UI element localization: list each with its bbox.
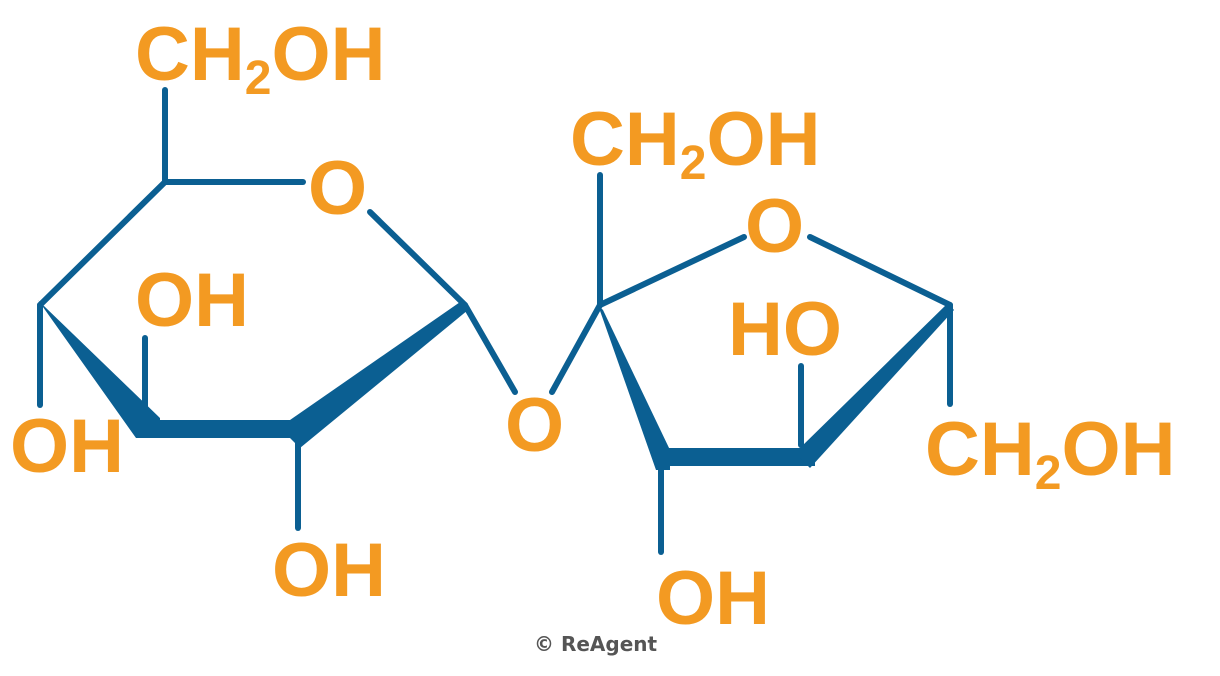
fructose-ring-bonds <box>549 172 954 555</box>
bond-c5-c4 <box>37 179 168 308</box>
bond-c1-glyco-o <box>462 302 518 395</box>
glucose-ring-bonds <box>37 87 518 531</box>
bond-ring-o-c5 <box>807 234 953 308</box>
fructose-ring-oxygen: O <box>745 184 804 269</box>
wedge-c3-c2 <box>136 420 301 438</box>
fructose-ch2oh-top-label: CH2OH <box>570 97 820 190</box>
copyright-notice: © ReAgent <box>534 632 658 656</box>
fructose-ch2oh-right-label: CH2OH <box>925 407 1175 500</box>
glucose-ring-oxygen: O <box>308 146 367 231</box>
fructose-oh-bottom: OH <box>656 556 770 641</box>
fructose-ho-label: HO <box>728 287 842 372</box>
bond-glyco-o-c2 <box>549 302 603 395</box>
wedge-c3-c4 <box>660 448 815 466</box>
glucose-oh-bottom: OH <box>272 528 386 613</box>
glucose-oh-left: OH <box>10 404 124 489</box>
wedge-c4-c3 <box>38 300 160 438</box>
bond-ring-o-c1 <box>367 209 468 308</box>
glucose-oh-upper: OH <box>135 258 249 343</box>
bond-c2-ring-o <box>597 234 747 308</box>
glucose-ch2oh-label: CH2OH <box>135 12 385 105</box>
wedge-c2-c3 <box>598 305 670 470</box>
glycosidic-oxygen: O <box>505 383 564 468</box>
wedge-c4-c5 <box>800 303 954 468</box>
wedge-c2-c1 <box>290 300 468 448</box>
